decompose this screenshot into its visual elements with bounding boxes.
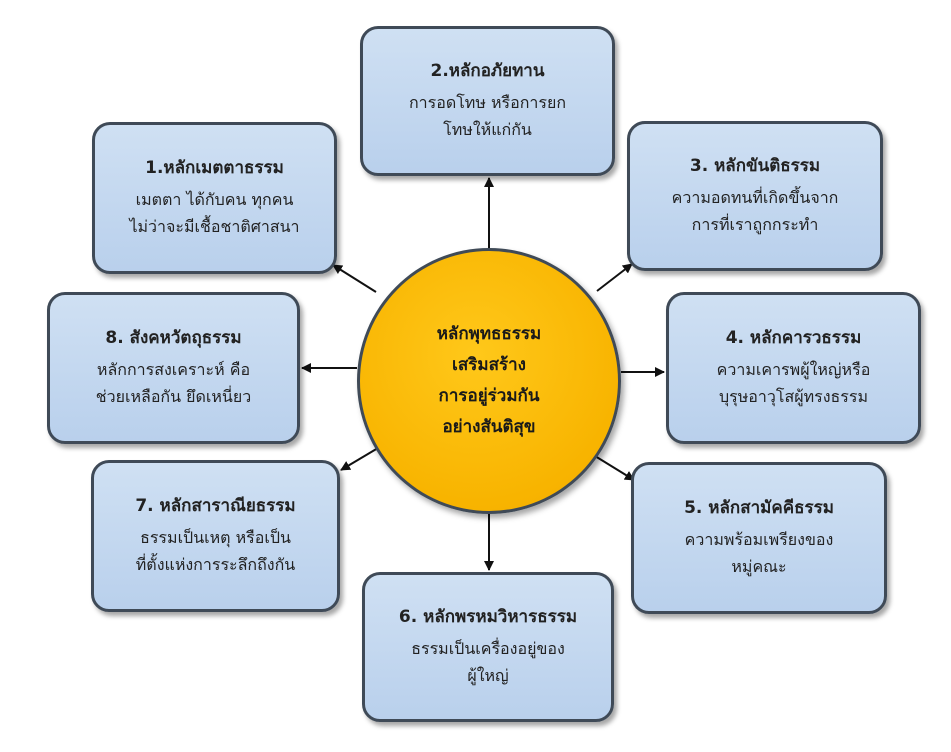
principle-title-8: 8. สังคหวัตถุธรรม [105,328,242,348]
principle-box-5: 5. หลักสามัคคีธรรม ความพร้อมเพรียงของ หม… [631,462,887,614]
principle-box-1: 1.หลักเมตตาธรรม เมตตา ได้กับคน ทุกคน ไม่… [92,122,337,274]
principle-desc-3-line-2: การที่เราถูกกระทำ [691,215,819,234]
principle-desc-7-line-1: ธรรมเป็นเหตุ หรือเป็น [140,528,291,547]
principle-title-5: 5. หลักสามัคคีธรรม [684,498,834,518]
principle-desc-1-line-2: ไม่ว่าจะมีเชื้อชาติศาสนา [129,217,300,236]
center-line-4: อย่างสันติสุข [442,417,536,437]
center-line-3: การอยู่ร่วมกัน [438,386,540,406]
principle-desc-4-line-1: ความเคารพผู้ใหญ่หรือ [716,360,871,379]
principle-desc-6-line-1: ธรรมเป็นเครื่องอยู่ของ [411,639,565,658]
principle-title-7: 7. หลักสาราณียธรรม [135,496,296,516]
principle-box-4: 4. หลักคารวธรรม ความเคารพผู้ใหญ่หรือ บุร… [666,292,921,444]
principle-desc-5-line-2: หมู่คณะ [731,557,787,576]
principle-desc-6-line-2: ผู้ใหญ่ [467,666,509,685]
principle-desc-1-line-1: เมตตา ได้กับคน ทุกคน [135,190,294,209]
principle-title-2: 2.หลักอภัยทาน [430,61,545,81]
central-circle: หลักพุทธธรรม เสริมสร้าง การอยู่ร่วมกัน อ… [357,248,621,514]
principle-title-6: 6. หลักพรหมวิหารธรรม [398,607,578,627]
principle-desc-5-line-1: ความพร้อมเพรียงของ [684,530,834,549]
principle-title-4: 4. หลักคารวธรรม [725,328,862,348]
principle-desc-3-line-1: ความอดทนที่เกิดขึ้นจาก [671,188,839,207]
arrow-to-box-1 [332,264,377,293]
center-line-2: เสริมสร้าง [452,355,526,375]
principle-desc-2-line-2: โทษให้แก่กัน [443,120,532,139]
arrow-to-box-3 [596,263,633,292]
principle-desc-2-line-1: การอดโทษ หรือการยก [408,93,567,112]
principle-box-2: 2.หลักอภัยทาน การอดโทษ หรือการยก โทษให้แ… [360,26,615,176]
center-line-1: หลักพุทธธรรม [436,324,542,344]
principle-desc-4-line-2: บุรุษอาวุโสผู้ทรงธรรม [718,387,869,406]
principle-desc-8-line-1: หลักการสงเคราะห์ คือ [96,360,251,379]
principle-title-3: 3. หลักขันติธรรม [689,156,821,176]
principle-desc-8-line-2: ช่วยเหลือกัน ยึดเหนี่ยว [95,387,252,406]
arrow-to-box-5 [594,455,635,481]
principle-box-8: 8. สังคหวัตถุธรรม หลักการสงเคราะห์ คือ ช… [47,292,300,444]
principle-box-6: 6. หลักพรหมวิหารธรรม ธรรมเป็นเครื่องอยู่… [362,572,614,722]
arrow-to-box-7 [340,447,379,471]
principle-title-1: 1.หลักเมตตาธรรม [145,158,284,178]
principle-box-7: 7. หลักสาราณียธรรม ธรรมเป็นเหตุ หรือเป็น… [91,460,340,612]
principle-box-3: 3. หลักขันติธรรม ความอดทนที่เกิดขึ้นจาก … [627,121,883,271]
principle-desc-7-line-2: ที่ตั้งแห่งการระลึกถึงกัน [135,555,296,574]
